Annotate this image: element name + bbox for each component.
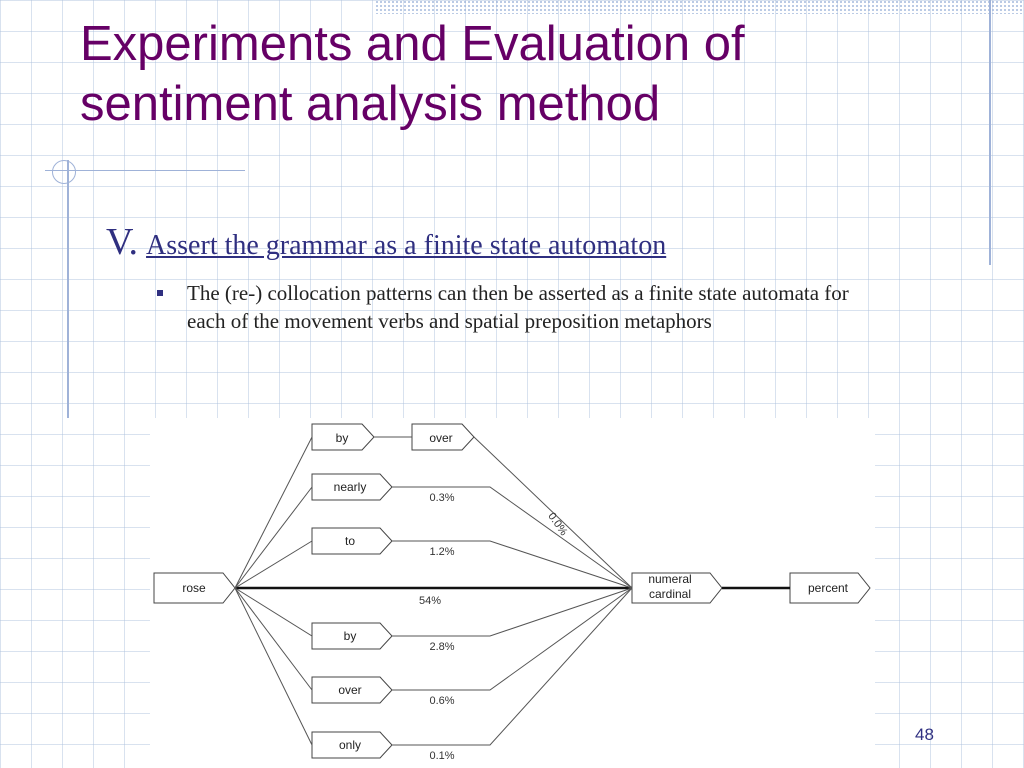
branch-edge-label-1: 1.2% (429, 546, 454, 558)
branch-node-label-3: over (338, 683, 361, 697)
crosshair-ornament (52, 160, 76, 184)
branch-node-label-1: to (345, 534, 355, 548)
section-heading-text: Assert the grammar as a finite state aut… (146, 230, 667, 261)
left-vertical-rule (67, 160, 69, 418)
main-edge-label: 54% (419, 595, 441, 607)
branch-edge-label-3: 0.6% (429, 695, 454, 707)
merge-node-numeral-cardinal (631, 572, 723, 604)
page-number: 48 (915, 725, 934, 744)
header-dotted-band (375, 0, 1024, 14)
edge-branch-to-merge-4 (392, 587, 633, 746)
bullet-text: The (re-) collocation patterns can then … (187, 281, 849, 333)
start-node-label: rose (182, 581, 206, 595)
edge-hub-to-branch-3 (234, 587, 313, 691)
section-number: V. (106, 221, 139, 263)
edge-hub-to-branch-4 (234, 587, 313, 746)
branch-node-label-4: only (339, 738, 361, 752)
title-line-1: Experiments and Evaluation of (80, 17, 745, 71)
upper-node-by (311, 423, 375, 451)
edge-branch-to-merge-3 (392, 587, 633, 691)
branch-edge-label-4: 0.1% (429, 750, 454, 762)
edge-hub-to-branch-2 (234, 587, 313, 637)
bullet-square-icon (157, 290, 163, 296)
branch-edge-label-0: 0.3% (429, 492, 454, 504)
branch-node-4 (311, 731, 393, 759)
edge-branch-to-merge-1 (392, 540, 633, 589)
branch-node-3 (311, 676, 393, 704)
slide-title: Experiments and Evaluation of sentiment … (80, 14, 980, 134)
edge-hub-to-branch-0 (234, 486, 313, 589)
upper-node-by-label: by (336, 431, 349, 445)
upper-path-label: 0.0% (545, 511, 569, 539)
merge-node-label-2: cardinal (649, 587, 691, 601)
branch-node-label-2: by (344, 629, 357, 643)
edge-branch-to-merge-2 (392, 587, 633, 637)
branch-node-label-0: nearly (334, 480, 367, 494)
edge-branch-to-merge-0 (392, 486, 633, 589)
branch-node-0 (311, 473, 393, 501)
start-node-rose (153, 572, 236, 604)
edge-over-to-merge (473, 436, 633, 589)
edge-hub-to-upper-by (234, 436, 313, 589)
upper-node-over-label: over (429, 431, 452, 445)
branch-node-2 (311, 622, 393, 650)
branch-edge-label-2: 2.8% (429, 641, 454, 653)
right-vertical-rule (989, 0, 991, 265)
end-node-percent (789, 572, 871, 604)
title-underline-rule (45, 170, 245, 171)
branch-node-1 (311, 527, 393, 555)
title-line-2: sentiment analysis method (80, 77, 661, 131)
merge-node-label-1: numeral (648, 572, 691, 586)
section-heading: V.Assert the grammar as a finite state a… (106, 220, 666, 264)
edge-hub-to-branch-1 (234, 540, 313, 589)
upper-node-over (411, 423, 475, 451)
end-node-label: percent (808, 581, 849, 595)
